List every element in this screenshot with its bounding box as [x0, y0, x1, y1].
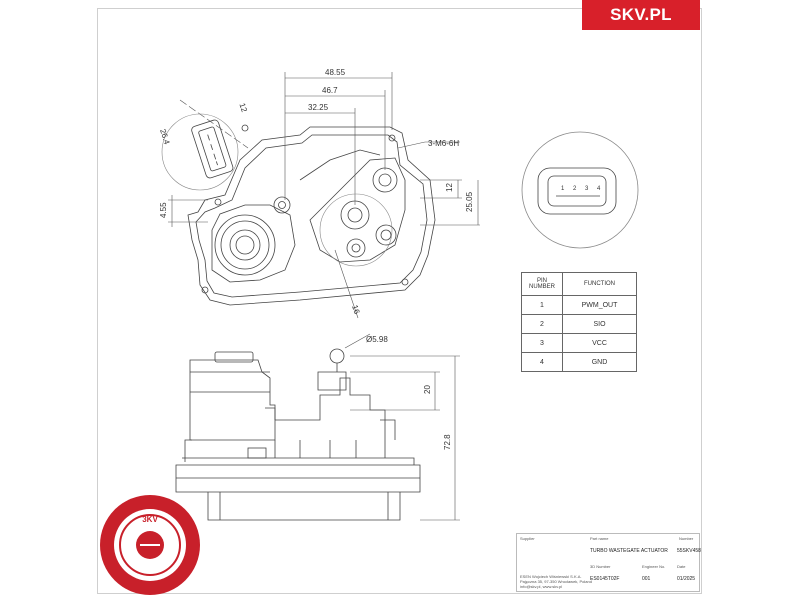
header-function: FUNCTION — [562, 272, 637, 296]
dim-12-top: 12 — [237, 102, 248, 114]
dim-25-05: 25.05 — [465, 191, 474, 212]
mount-hole-2 — [340, 200, 370, 230]
connector-detail-callout — [161, 113, 239, 191]
motor-circle — [214, 214, 276, 276]
label-supplier: Supplier — [520, 536, 535, 541]
dim-12-right: 12 — [445, 183, 454, 192]
dim-5-98: Ø5.98 — [366, 335, 388, 344]
pin-label-3: 3 — [585, 186, 589, 192]
mount-hole-1 — [372, 167, 398, 193]
pin-label-4: 4 — [597, 186, 601, 192]
mount-hole-3 — [375, 224, 397, 246]
version: 001 — [642, 576, 651, 582]
dim-72-8: 72.8 — [443, 434, 452, 450]
drawing-number: ES0145T02F — [590, 576, 620, 582]
label-number: Number — [679, 536, 694, 541]
drawing-frame — [97, 8, 702, 594]
company-line-1: ESEN Wojciech Wiśniewski S.K.A. — [520, 574, 582, 579]
dim-26-4: 26.4 — [158, 128, 172, 146]
pin-label-1: 1 — [561, 186, 565, 192]
quality-seal: 3KV — [100, 495, 200, 595]
dim-32-25: 32.25 — [308, 103, 329, 112]
side-view-body — [189, 359, 276, 441]
label-date: Date — [677, 564, 686, 569]
date: 01/2025 — [677, 576, 696, 582]
connector-detail — [521, 131, 639, 249]
svg-text:3KV: 3KV — [142, 515, 158, 524]
label-part-name: Part name — [590, 536, 609, 541]
ball-joint — [329, 348, 345, 364]
part-number: 55SKV458 — [677, 548, 701, 554]
part-name: TURBO WASTEGATE ACTUATOR — [590, 548, 668, 554]
dim-4-55: 4.55 — [159, 202, 168, 218]
pin-label-2: 2 — [573, 186, 577, 192]
brand-logo[interactable]: SKV.PL — [582, 0, 700, 30]
dim-20: 20 — [423, 385, 432, 394]
title-block: Supplier Part name Number TURBO WASTEGAT… — [516, 533, 701, 592]
company-line-3: info@skv.pl, www.skv.pl — [520, 584, 563, 589]
dim-46-7: 46.7 — [322, 86, 338, 95]
dim-16: 16 — [350, 304, 361, 316]
dim-3-m6-6h: 3-M6-6H — [428, 139, 459, 148]
label-version: Engineer No. — [642, 564, 666, 569]
label-drawing: 3D Number — [590, 564, 611, 569]
connector-top — [191, 119, 234, 179]
output-shaft — [346, 238, 366, 258]
dim-48-55: 48.55 — [325, 68, 346, 77]
company-line-2: Pajęczna 35, 97-350 Wrocławek, Poland — [520, 579, 592, 584]
